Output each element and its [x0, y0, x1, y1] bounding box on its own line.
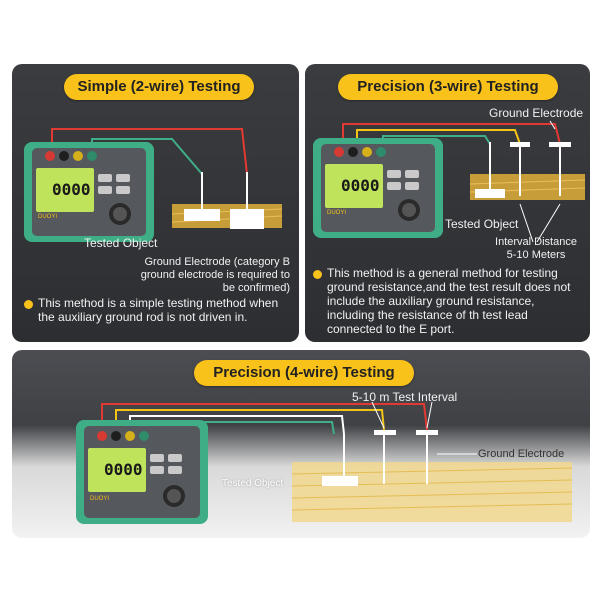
panel-title-precision3: Precision (3-wire) Testing	[338, 74, 558, 100]
label-interval-precision3: Interval Distance 5-10 Meters	[495, 236, 577, 261]
label-tested-object-precision4: Tested Object	[222, 478, 284, 489]
panel-title-simple: Simple (2-wire) Testing	[64, 74, 254, 100]
description-simple: This method is a simple testing method w…	[38, 296, 279, 324]
description-precision3: This method is a general method for test…	[327, 266, 571, 336]
panel-title-precision4: Precision (4-wire) Testing	[194, 360, 414, 386]
bullet-precision3	[313, 270, 322, 279]
label-interval-precision4: 5-10 m Test Interval	[352, 390, 458, 404]
device-brand-1: DUOYI	[38, 214, 58, 220]
label-ground-electrode-precision3: Ground Electrode	[489, 106, 584, 120]
precision3-diagram	[313, 120, 586, 243]
device-brand-3: DUOYI	[90, 496, 110, 502]
label-ground-electrode-simple: Ground Electrode (category B ground elec…	[140, 256, 290, 294]
precision4-diagram	[76, 401, 573, 524]
panel-precision4-testing: Precision (4-wire) Testing	[12, 350, 590, 538]
device-brand-2: DUOYI	[327, 210, 347, 216]
lcd-display-3: 0000	[104, 460, 143, 479]
panel-precision3-testing: Precision (3-wire) Testing	[305, 64, 590, 342]
panel-simple-testing: Simple (2-wire) Testing 00	[12, 64, 299, 342]
simple-diagram	[24, 128, 283, 242]
label-tested-object-precision3: Tested Object	[445, 217, 519, 231]
earth-tester-device-1	[24, 142, 154, 242]
earth-tester-device-2	[313, 138, 443, 238]
bullet-simple	[24, 300, 33, 309]
label-tested-object-simple: Tested Object	[84, 236, 158, 250]
label-ground-electrode-precision4: Ground Electrode	[478, 448, 565, 460]
earth-tester-device-3	[76, 420, 208, 524]
lcd-display-1: 0000	[52, 180, 91, 199]
lcd-display-2: 0000	[341, 176, 380, 195]
